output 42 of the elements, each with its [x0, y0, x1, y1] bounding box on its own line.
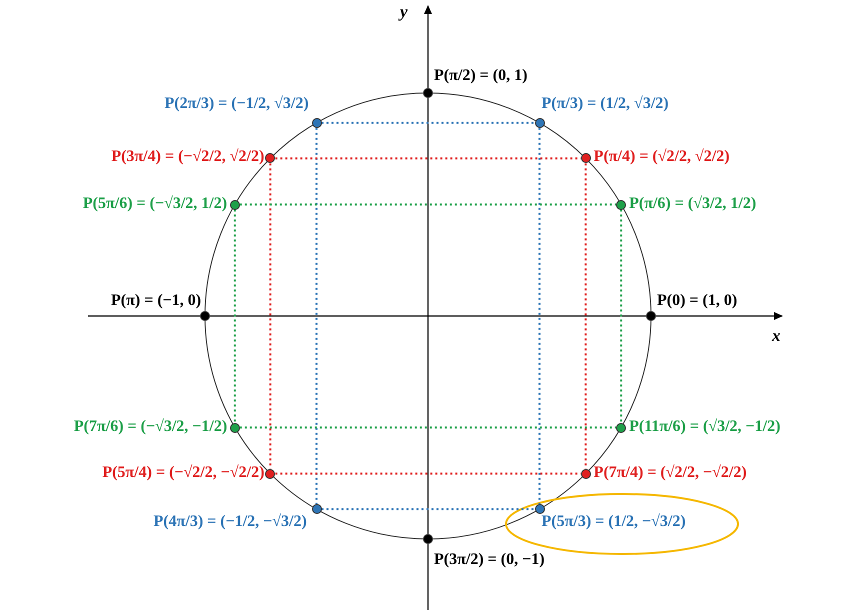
dotted-line: [620, 210, 622, 422]
point-dot: [423, 88, 433, 98]
point-dot: [580, 468, 591, 479]
point-dot: [616, 422, 626, 432]
point-label: P(7π/6) = (−√3/2, −1/2): [74, 418, 228, 436]
point-label: P(5π/3) = (1/2, −√3/2): [542, 513, 686, 532]
point-label: P(π/4) = (√2/2, √2/2): [594, 148, 730, 166]
point-label: P(11π/6) = (√3/2, −1/2): [629, 418, 780, 436]
point-label: P(π/6) = (√3/2, 1/2): [629, 194, 756, 212]
point-dot: [646, 311, 656, 321]
point-dot: [312, 118, 322, 128]
point-label: P(3π/4) = (−√2/2, √2/2): [111, 148, 264, 166]
point-dot: [534, 504, 544, 514]
point-dot: [200, 311, 210, 321]
point-dot: [230, 422, 240, 432]
dotted-line: [322, 122, 534, 124]
dotted-line: [240, 204, 616, 206]
point-label: P(7π/4) = (√2/2, −√2/2): [594, 464, 747, 482]
axis-label: x: [772, 326, 780, 346]
point-label: P(5π/4) = (−√2/2, −√2/2): [102, 464, 264, 482]
point-dot: [534, 118, 544, 128]
dotted-line: [322, 508, 534, 510]
point-dot: [265, 153, 276, 164]
point-dot: [616, 200, 626, 210]
dotted-line: [240, 426, 616, 428]
point-dot: [580, 153, 591, 164]
axis-label: y: [400, 2, 408, 22]
dotted-line: [538, 128, 540, 504]
point-label: P(2π/3) = (−1/2, √3/2): [164, 94, 309, 113]
point-label: P(3π/2) = (0, −1): [434, 551, 545, 569]
point-label: P(0) = (1, 0): [657, 292, 738, 310]
point-label: P(π) = (−1, 0): [111, 292, 202, 310]
point-label: P(5π/6) = (−√3/2, 1/2): [82, 194, 228, 212]
point-label: P(π/3) = (1/2, √3/2): [542, 94, 669, 113]
point-dot: [423, 534, 433, 544]
dotted-line: [234, 210, 236, 422]
point-dot: [265, 468, 276, 479]
point-label: P(π/2) = (0, 1): [434, 67, 528, 85]
point-label: P(4π/3) = (−1/2, −√3/2): [154, 513, 307, 532]
dotted-line: [316, 128, 318, 504]
point-dot: [230, 200, 240, 210]
point-dot: [312, 504, 322, 514]
